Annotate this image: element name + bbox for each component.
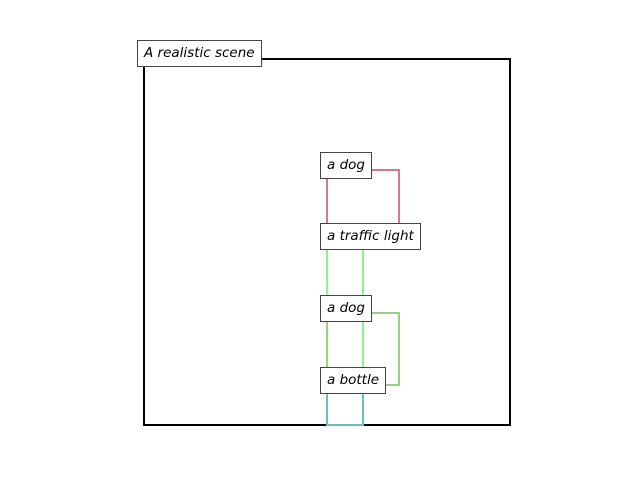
object-label-dog-2: a dog — [320, 295, 372, 322]
object-label-traffic-light: a traffic light — [320, 223, 421, 250]
object-label-bottle: a bottle — [320, 367, 387, 394]
object-label-dog-1: a dog — [320, 152, 372, 179]
scene-caption: A realistic scene — [137, 40, 262, 67]
